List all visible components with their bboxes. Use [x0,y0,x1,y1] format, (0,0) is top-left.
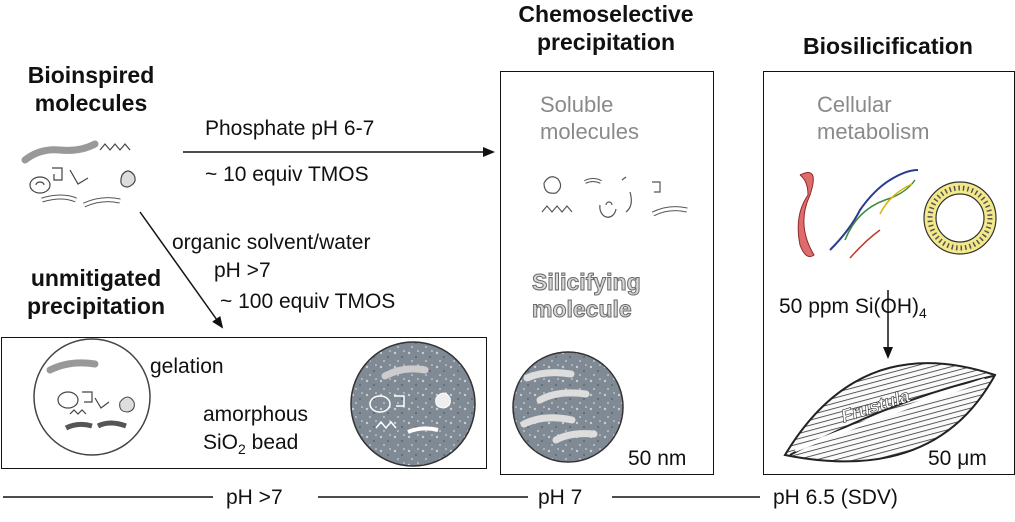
header-chemoselective-line2: precipitation [536,29,675,55]
ph-label-gt7: pH >7 [226,486,283,509]
header-unmitigated-line2: precipitation [26,293,165,319]
label-tmos-100: ~ 100 equiv TMOS [220,290,396,313]
label-silicifying-molecule: Silicifying molecule [532,269,642,323]
silicifying-molecule-icon [512,351,624,463]
unmitigated-box [1,337,487,469]
label-soluble-line1: Soluble [540,92,614,117]
label-silicifying-line2: molecule [532,296,633,323]
label-silicic-acid-sub: 4 [919,305,927,322]
label-ph-gt7-arrow: pH >7 [214,259,271,282]
frustula-diatom-icon [783,362,997,463]
label-soluble-molecules: Soluble molecules [540,91,639,145]
header-unmitigated: unmitigated precipitation [2,264,190,320]
header-biosilicification: Biosilicification [803,33,973,59]
label-silicifying-line1: Silicifying [532,269,642,296]
soluble-molecules-icon [541,176,688,218]
label-organic-solvent: organic solvent/water [172,231,371,254]
header-chemoselective-line1: Chemoselective [518,1,694,27]
label-sio2-text: SiO [203,431,239,454]
header-unmitigated-line1: unmitigated [30,265,162,291]
amorphous-bead-icon [350,341,476,467]
ph-label-7: pH 7 [538,486,583,509]
label-phosphate: Phosphate pH 6-7 [205,117,375,140]
header-bioinspired: Bioinspired molecules [6,61,176,117]
ph-label-sdv: pH 6.5 (SDV) [773,486,898,509]
label-cellular-line2: metabolism [817,119,930,144]
label-cellular-metabolism: Cellular metabolism [817,91,929,145]
label-soluble-line2: molecules [540,119,640,144]
label-amorphous: amorphous [203,403,309,426]
cellular-metabolism-icon [797,169,997,259]
arrow-unmitigated [139,211,224,329]
label-sio2-bead: SiO2 bead [203,430,298,462]
chemoselective-box [500,71,714,475]
header-chemoselective: Chemoselective precipitation [490,0,722,56]
label-sio2-sub: 2 [238,441,246,458]
header-bioinspired-line2: molecules [34,90,148,116]
label-bead-text: bead [245,431,299,454]
scale-bar-um: 50 μm [928,447,987,470]
scale-bar-nm: 50 nm [628,447,687,470]
gelation-circle-icon [33,338,151,456]
bioinspired-molecules-icon [21,140,136,208]
label-gelation: gelation [150,355,224,378]
label-cellular-line1: Cellular [817,92,892,117]
header-bioinspired-line1: Bioinspired [27,62,155,88]
label-silicic-acid-text: 50 ppm Si(OH) [779,295,920,318]
label-tmos-10: ~ 10 equiv TMOS [205,163,369,186]
label-silicic-acid: 50 ppm Si(OH)4 [779,294,927,326]
